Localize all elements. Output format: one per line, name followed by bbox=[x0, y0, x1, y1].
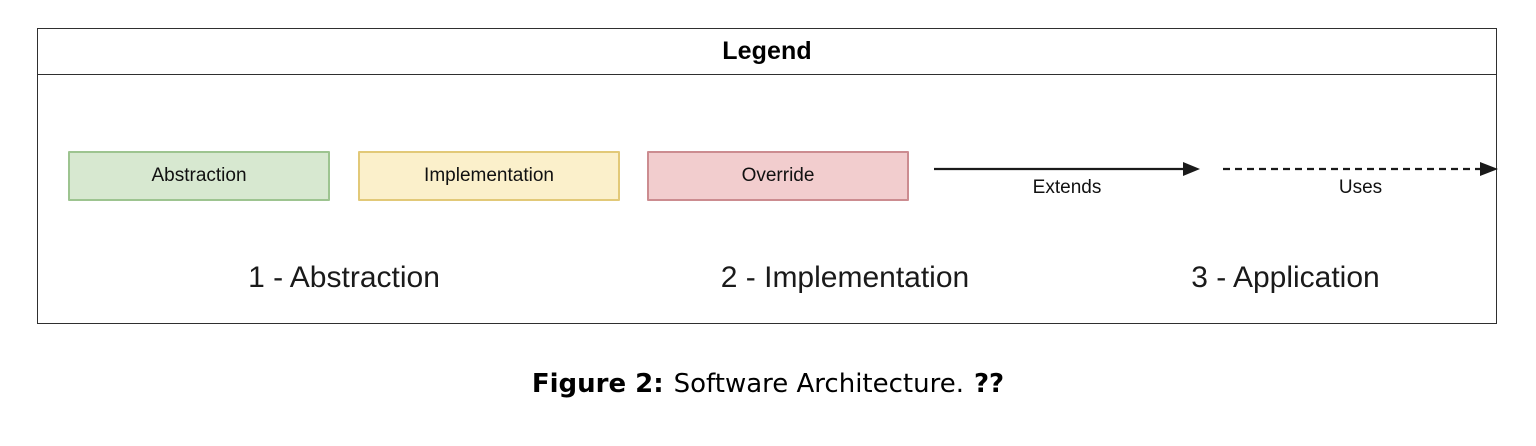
legend-header: Legend bbox=[38, 29, 1496, 75]
legend-swatch-override-label: Override bbox=[741, 165, 815, 186]
legend-arrow-extends: Extends bbox=[934, 151, 1200, 203]
legend-swatch-implementation: Implementation bbox=[358, 151, 620, 201]
figure-caption-broken-reference: ?? bbox=[973, 369, 1005, 399]
legend-swatch-override: Override bbox=[647, 151, 909, 201]
legend-swatch-abstraction-label: Abstraction bbox=[151, 165, 247, 186]
legend-title: Legend bbox=[722, 37, 812, 65]
legend-layer-label-1: 1 - Abstraction bbox=[248, 261, 440, 294]
legend-figure-frame: Legend Abstraction Implementation Overri… bbox=[37, 28, 1498, 324]
legend-body: Abstraction Implementation Override Exte… bbox=[38, 75, 1498, 323]
arrow-right-dashed-icon bbox=[1223, 162, 1498, 176]
figure-caption-label: Figure 2: bbox=[531, 369, 664, 399]
legend-arrow-uses-label: Uses bbox=[1338, 177, 1383, 198]
figure-caption: Figure 2: Software Architecture.?? bbox=[0, 369, 1536, 399]
legend-arrow-extends-label: Extends bbox=[1032, 177, 1102, 198]
figure-caption-text: Software Architecture. bbox=[673, 369, 964, 399]
legend-swatch-implementation-label: Implementation bbox=[424, 165, 554, 186]
legend-layer-label-2: 2 - Implementation bbox=[720, 261, 970, 294]
arrow-right-solid-icon bbox=[934, 162, 1200, 176]
legend-layer-label-3: 3 - Application bbox=[1191, 261, 1380, 294]
legend-arrow-uses: Uses bbox=[1223, 151, 1498, 203]
legend-swatch-abstraction: Abstraction bbox=[68, 151, 330, 201]
